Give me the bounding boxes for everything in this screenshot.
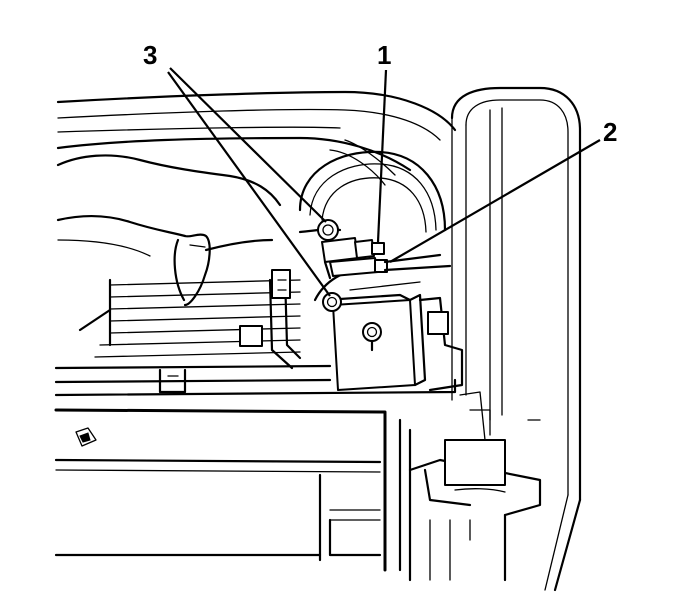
leader-1 (376, 69, 388, 243)
blower-housing (298, 139, 447, 302)
leader-3a (169, 67, 327, 223)
fastener-lower (322, 292, 342, 312)
lower-mount (408, 391, 542, 582)
side-panel (450, 86, 582, 592)
leader-3b (167, 71, 331, 297)
callout-1: 1 (377, 40, 391, 70)
callout-2: 2 (603, 117, 617, 147)
lower-assembly (54, 378, 457, 572)
leader-lines (167, 67, 601, 297)
vent-slats (54, 278, 332, 394)
fastener-upper (317, 219, 339, 241)
electrical-connector (298, 228, 452, 291)
mounting-bracket (268, 269, 302, 370)
callouts: 1 2 3 (143, 40, 617, 147)
leader-2 (389, 139, 601, 263)
actuator-motor (323, 293, 464, 392)
fasteners (317, 219, 342, 312)
callout-3: 3 (143, 40, 157, 70)
upper-housing (56, 90, 457, 172)
